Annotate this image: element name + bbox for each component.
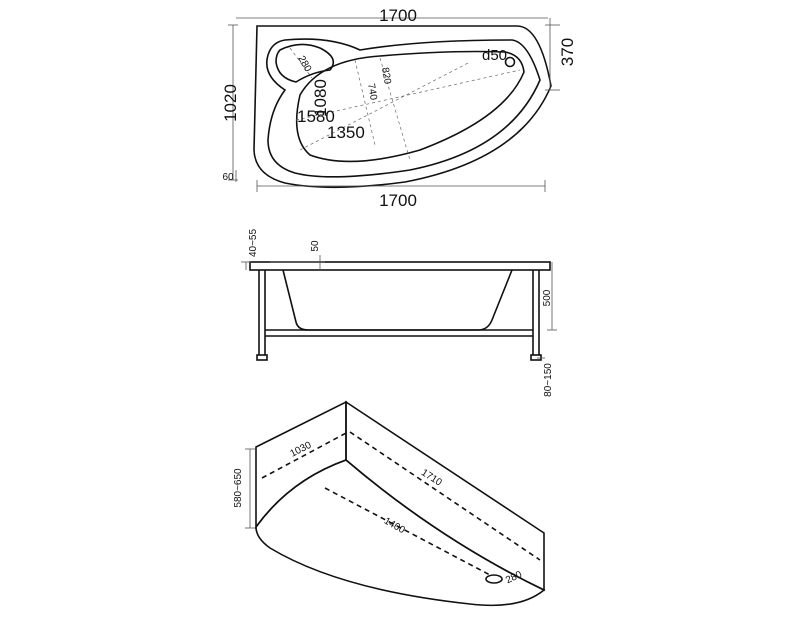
top-1350-label: 1350 [327,123,365,142]
top-rim-60-label: 60 [222,172,234,183]
iso-view: 580~650 1030 1710 1400 280 [233,400,546,607]
iso-panel-long [345,400,545,592]
top-280-label: 280 [295,54,313,74]
top-drain [504,56,516,68]
iso-depth-1030-label: 1030 [288,440,313,460]
iso-drain [485,574,503,584]
top-inner-rim [266,38,541,178]
side-height-500-label: 500 [542,289,553,306]
top-view: 1700 1700 1020 370 60 d50 1080 1580 1350… [221,6,577,210]
side-foot-left [256,354,268,361]
side-foot-right [530,354,542,361]
iso-front-1400-label: 1400 [382,516,407,537]
top-height-label: 1020 [221,84,240,122]
iso-panel-height-label: 580~650 [233,468,244,508]
iso-length-1710-label: 1710 [419,467,444,489]
top-740-label: 740 [365,83,379,102]
side-legs-range-label: 80~150 [543,363,554,397]
side-rim-range-label: 40~55 [248,229,259,258]
top-d50-label: d50 [482,47,507,64]
top-1080-label: 1080 [311,79,330,117]
top-basin [295,50,525,163]
side-view: 40~55 50 500 80~150 [241,229,557,397]
top-1580-label: 1580 [297,107,335,126]
top-820-label: 820 [379,67,393,86]
side-rim [249,261,551,271]
side-rim-50-label: 50 [310,240,321,252]
top-width-label: 1700 [379,6,417,25]
iso-panel-front [255,459,546,607]
side-basin [282,269,513,331]
top-outer-rim [253,25,552,189]
top-narrow-end-label: 370 [558,38,577,66]
top-width-bottom-label: 1700 [379,191,417,210]
top-headrest [275,43,335,83]
